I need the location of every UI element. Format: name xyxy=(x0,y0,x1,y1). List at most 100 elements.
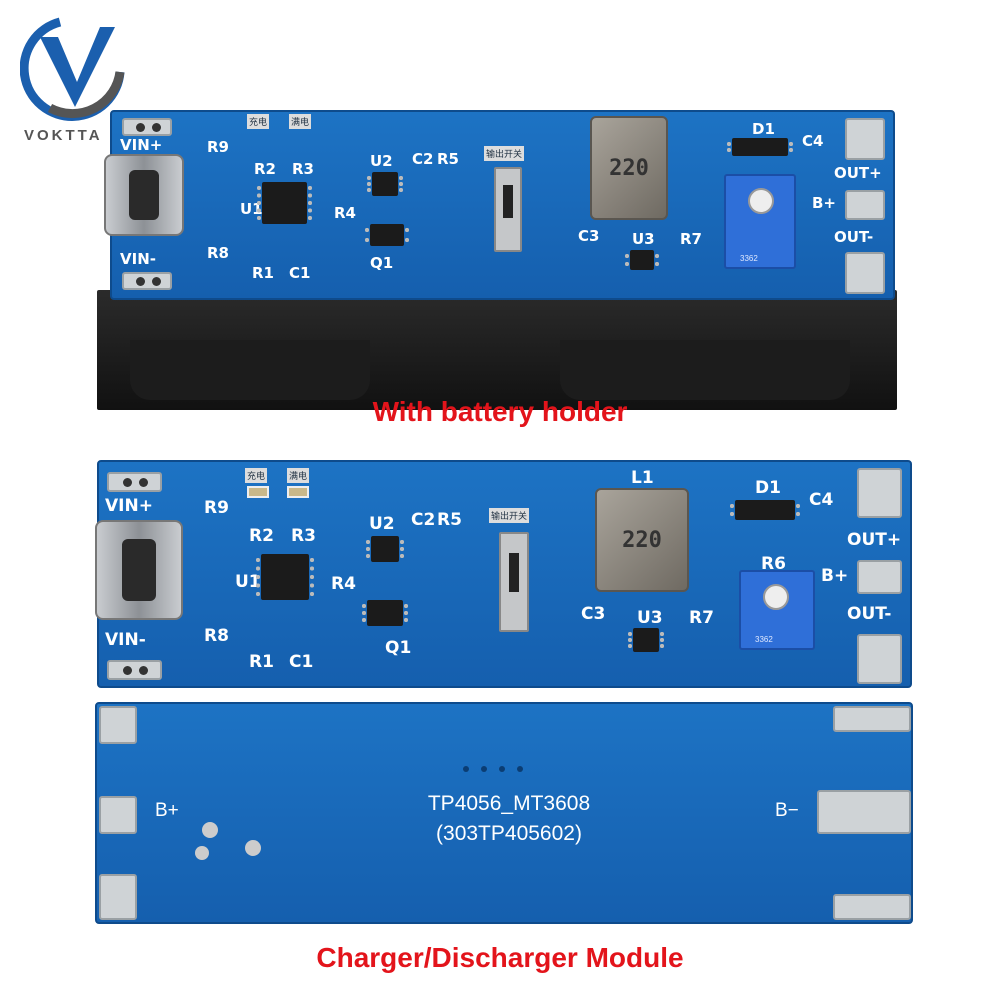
diode-d1 xyxy=(730,500,800,520)
led-charge xyxy=(247,486,269,498)
logo-v-icon xyxy=(19,17,125,121)
caption-top: With battery holder xyxy=(372,396,628,427)
r7-label: R7 xyxy=(689,608,714,628)
r6-label: R6 xyxy=(761,554,786,574)
vin-minus-pad[interactable] xyxy=(107,660,162,680)
led-full xyxy=(287,486,309,498)
u2-label: U2 xyxy=(369,514,395,534)
corner-pad xyxy=(99,874,137,920)
back-label-model: TP4056_MT3608 xyxy=(427,792,591,815)
u3-chip xyxy=(625,250,659,270)
back-label-code: (303TP405602) xyxy=(436,822,582,845)
corner-pad xyxy=(833,706,911,732)
pot-marking: 3362 xyxy=(740,254,758,263)
u3-chip xyxy=(628,628,664,652)
c1-label: C1 xyxy=(289,264,311,282)
b-plus-label: B+ xyxy=(155,800,179,821)
q1-chip xyxy=(365,224,409,246)
via xyxy=(481,766,487,772)
vin-plus-pad[interactable] xyxy=(107,472,162,492)
vin-plus-pad[interactable] xyxy=(122,118,172,136)
u2-label: U2 xyxy=(370,152,393,170)
out-minus-label: OUT- xyxy=(834,228,874,246)
switch-label: 输出开关 xyxy=(484,146,525,161)
b-plus-label: B+ xyxy=(812,194,837,212)
r7-label: R7 xyxy=(680,230,702,248)
r2-label: R2 xyxy=(249,526,274,546)
brand-logo: VOKTTA xyxy=(19,12,135,144)
out-minus-label: OUT- xyxy=(847,604,892,624)
b-plus-pad[interactable] xyxy=(845,190,885,220)
pcb-back: B+ TP4056_MT3608 (303TP405602) B− xyxy=(95,702,913,924)
usb-c-port[interactable] xyxy=(95,520,183,620)
inductor-marking: 220 xyxy=(622,528,662,553)
output-switch[interactable] xyxy=(499,532,529,632)
inductor-l1: 220 xyxy=(590,116,668,220)
switch-label: 输出开关 xyxy=(489,508,530,523)
q1-label: Q1 xyxy=(385,638,412,658)
r4-label: R4 xyxy=(334,204,356,222)
potentiometer[interactable]: 3362 xyxy=(739,570,815,650)
vin-plus-label: VIN+ xyxy=(120,136,163,154)
output-switch[interactable] xyxy=(494,167,522,252)
b-plus-pad[interactable] xyxy=(99,796,137,834)
diode-d1 xyxy=(727,138,793,156)
potentiometer[interactable]: 3362 xyxy=(724,174,796,269)
r2-label: R2 xyxy=(254,160,276,178)
holder-bay xyxy=(130,340,370,400)
r5-label: R5 xyxy=(437,150,459,168)
r4-label: R4 xyxy=(331,574,356,594)
led-full-label: 满电 xyxy=(287,468,310,483)
u1-chip xyxy=(257,182,312,224)
c2-label: C2 xyxy=(412,150,434,168)
c2-label: C2 xyxy=(411,510,436,530)
q1-chip xyxy=(362,600,408,626)
r5-label: R5 xyxy=(437,510,462,530)
d1-label: D1 xyxy=(755,478,781,498)
c3-label: C3 xyxy=(581,604,606,624)
out-plus-label: OUT+ xyxy=(847,530,902,550)
inductor-marking: 220 xyxy=(609,156,649,181)
b-plus-pad[interactable] xyxy=(857,560,902,594)
via xyxy=(517,766,523,772)
l1-label: L1 xyxy=(631,468,654,488)
usb-c-port[interactable] xyxy=(104,154,184,236)
r1-label: R1 xyxy=(249,652,274,672)
vin-plus-label: VIN+ xyxy=(105,496,153,516)
u1-label: U1 xyxy=(240,200,263,218)
c4-label: C4 xyxy=(802,132,824,150)
inductor-l1: 220 xyxy=(595,488,689,592)
holder-bay xyxy=(560,340,850,400)
via-pad xyxy=(195,846,209,860)
u2-chip xyxy=(367,172,403,196)
vin-minus-pad[interactable] xyxy=(122,272,172,290)
corner-pad xyxy=(99,706,137,744)
c1-label: C1 xyxy=(289,652,314,672)
r8-label: R8 xyxy=(207,244,229,262)
out-minus-pad[interactable] xyxy=(845,252,885,294)
led-full-label: 满电 xyxy=(289,114,312,129)
r3-label: R3 xyxy=(292,160,314,178)
pcb-front: VIN+ R9 VIN- R8 充电 满电 R2 R3 U1 R1 C1 U2 … xyxy=(95,460,912,688)
u3-label: U3 xyxy=(632,230,655,248)
vin-minus-label: VIN- xyxy=(105,630,146,650)
c4-label: C4 xyxy=(809,490,834,510)
c3-label: C3 xyxy=(578,227,600,245)
corner-pad xyxy=(833,894,911,920)
out-plus-pad[interactable] xyxy=(845,118,885,160)
u2-chip xyxy=(366,536,404,562)
via-pad xyxy=(245,840,261,856)
via xyxy=(463,766,469,772)
out-minus-pad[interactable] xyxy=(857,634,902,684)
b-minus-pad[interactable] xyxy=(817,790,911,834)
out-plus-label: OUT+ xyxy=(834,164,882,182)
vin-minus-label: VIN- xyxy=(120,250,156,268)
pot-marking: 3362 xyxy=(755,635,773,644)
out-plus-pad[interactable] xyxy=(857,468,902,518)
q1-label: Q1 xyxy=(370,254,394,272)
r3-label: R3 xyxy=(291,526,316,546)
b-minus-label: B− xyxy=(775,800,799,821)
r9-label: R9 xyxy=(204,498,229,518)
r8-label: R8 xyxy=(204,626,229,646)
led-charge-label: 充电 xyxy=(245,468,268,483)
